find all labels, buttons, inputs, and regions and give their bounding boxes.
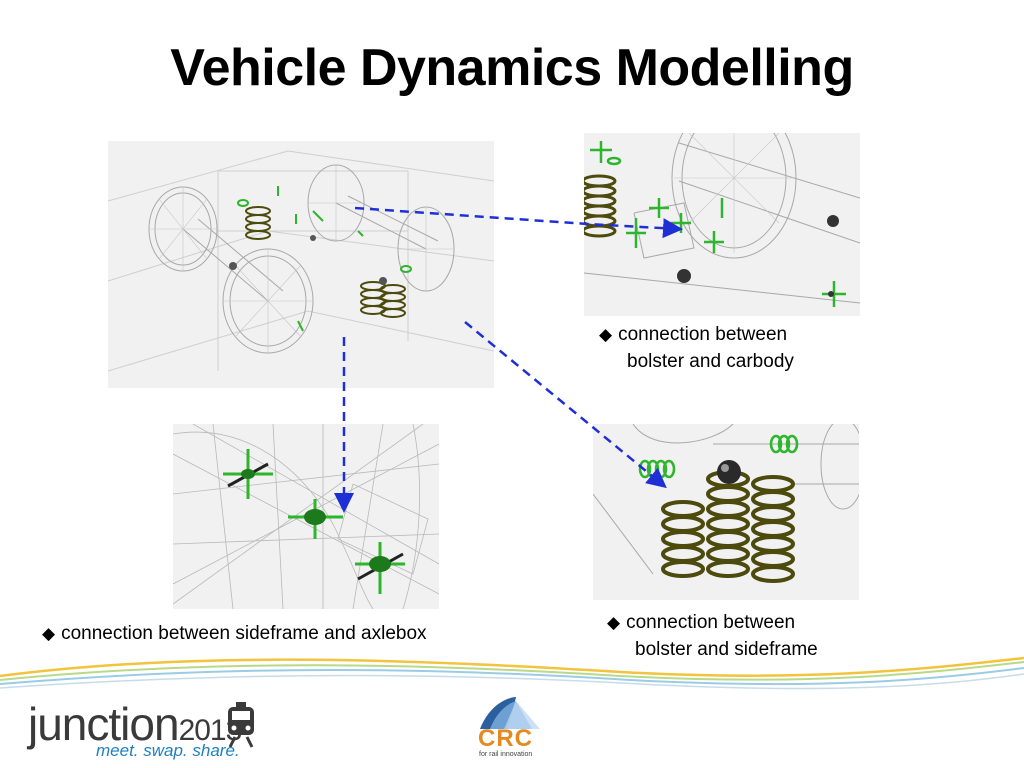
footer-wave-lines: [0, 656, 1024, 690]
junction-tagline: meet. swap. share.: [96, 741, 240, 760]
train-icon: [228, 702, 254, 748]
crc-arch-icon: [480, 697, 540, 729]
arrow-to-bolster-carbody: [354, 206, 683, 239]
slide-title: Vehicle Dynamics Modelling: [170, 39, 854, 97]
caption-text-line1: connection between: [618, 324, 788, 345]
bullet-diamond: ◆: [607, 613, 621, 632]
crc-logo: CRC for rail innovation: [470, 695, 555, 761]
caption-text-line2: bolster and sideframe: [635, 639, 818, 660]
caption-text-line1: connection between: [626, 612, 796, 633]
caption-bolster-sideframe: ◆ connection between bolster and sidefram…: [607, 609, 818, 663]
bolster-carbody-detail-image: [584, 133, 860, 316]
crc-wordmark: CRC: [478, 725, 533, 752]
sideframe-axlebox-detail-image: [173, 424, 439, 609]
bullet-diamond: ◆: [599, 325, 613, 344]
junction-2013-logo: junction2013 meet. swap. share.: [28, 697, 254, 760]
caption-text: connection between sideframe and axlebox: [61, 623, 427, 644]
caption-sideframe-axlebox: ◆ connection between sideframe and axlebo…: [42, 620, 427, 647]
bolster-sideframe-detail-image: [593, 424, 859, 600]
crc-tagline: for rail innovation: [479, 751, 533, 758]
arrow-to-bolster-sideframe: [464, 321, 667, 489]
caption-text-line2: bolster and carbody: [627, 351, 794, 372]
bogie-model-image: [108, 141, 494, 388]
caption-bolster-carbody: ◆ connection between bolster and carbody: [599, 321, 794, 375]
bullet-diamond: ◆: [42, 624, 56, 643]
junction-wordmark: junction: [28, 698, 180, 750]
